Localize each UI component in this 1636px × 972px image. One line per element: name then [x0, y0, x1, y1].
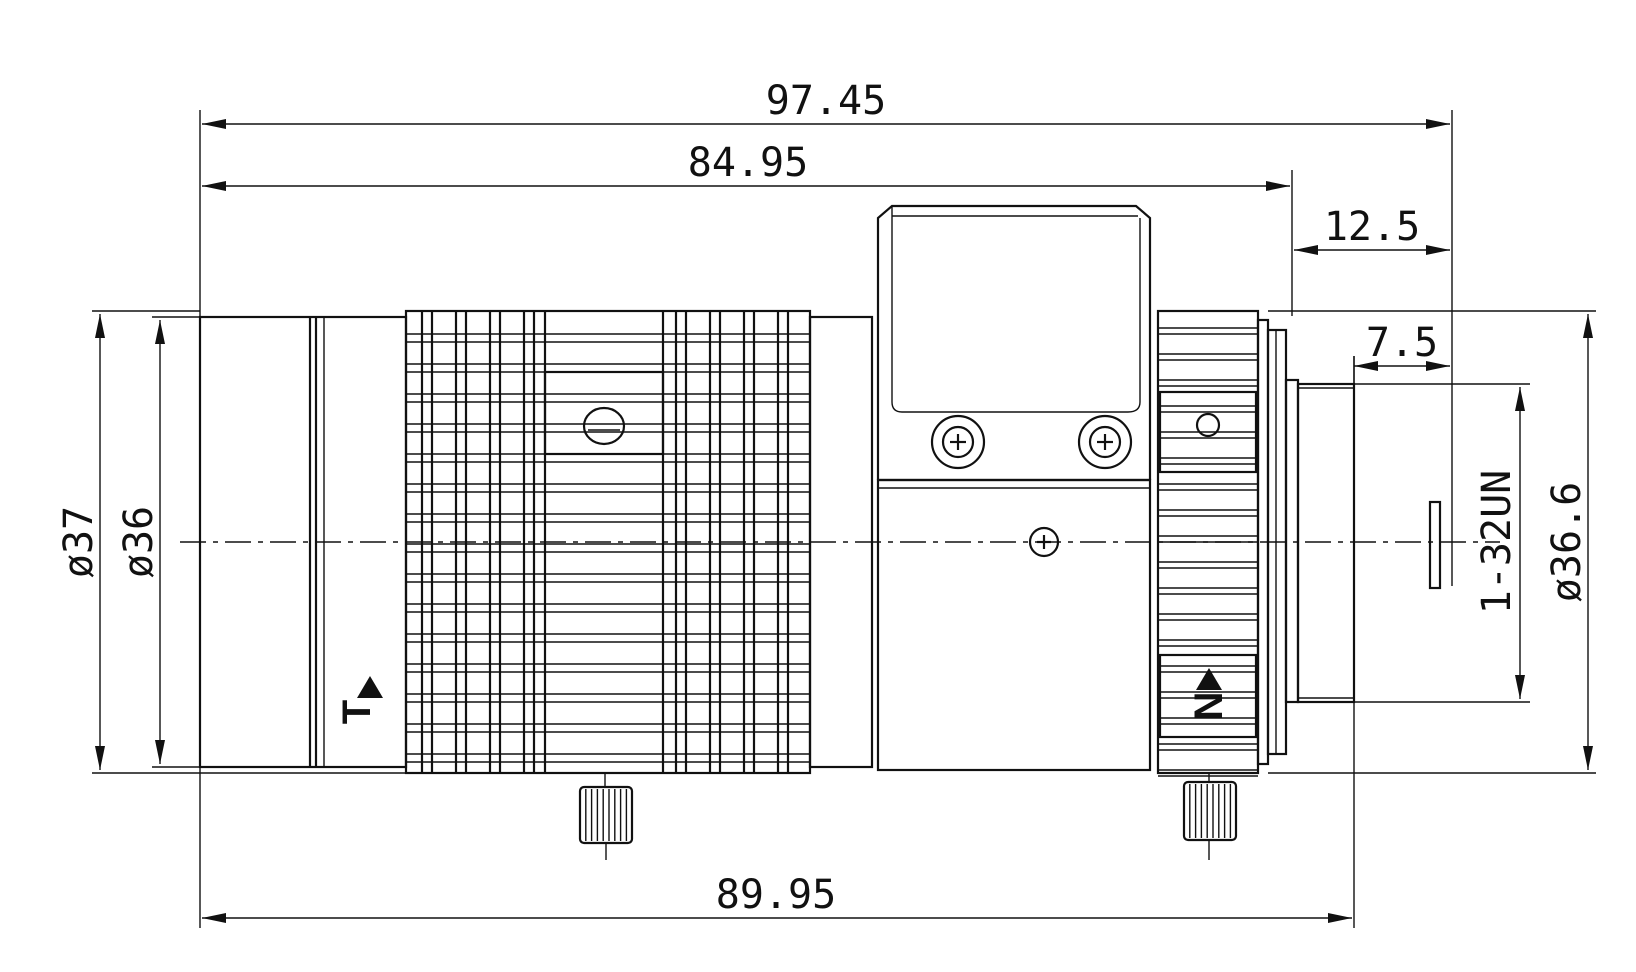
- thread-spec-label: 1-32UN: [1474, 470, 1520, 615]
- front-diameter-outer-label: ø37: [56, 506, 102, 578]
- zoom-ring-letter: T: [335, 700, 379, 724]
- zoom-direction-arrow-icon: [357, 676, 383, 698]
- dimensions: 97.45 84.95 12.5 7.5 89.95 ø37 ø36 ø36.6: [56, 78, 1596, 928]
- front-diameter-inner-label: ø36: [116, 506, 162, 578]
- iris-housing: [876, 204, 1152, 772]
- zoom-ring-marking: T: [335, 676, 383, 724]
- mount-flange: [1256, 318, 1442, 766]
- focus-set-hole-icon: [1195, 412, 1221, 438]
- thread-length-label: 7.5: [1366, 320, 1438, 366]
- focus-ring: N: [1156, 309, 1260, 777]
- zoom-set-hole-icon: [582, 406, 626, 446]
- zoom-lock-knob: [578, 773, 634, 860]
- neck-section: [808, 315, 874, 769]
- housing-screw-left-icon: [930, 414, 986, 470]
- housing-screw-right-icon: [1077, 414, 1133, 470]
- mount-diameter-label: ø36.6: [1544, 482, 1590, 602]
- extended-length-label: 89.95: [716, 872, 836, 918]
- mount-offset-label: 12.5: [1324, 204, 1420, 250]
- body-length-label: 84.95: [688, 140, 808, 186]
- focus-lock-knob: [1182, 773, 1238, 860]
- focus-ring-letter: N: [1187, 692, 1231, 721]
- housing-screw-center-icon: [1028, 526, 1060, 558]
- overall-length-label: 97.45: [766, 78, 886, 124]
- focus-direction-arrow-icon: [1196, 668, 1222, 690]
- mount-slot: [1428, 500, 1442, 590]
